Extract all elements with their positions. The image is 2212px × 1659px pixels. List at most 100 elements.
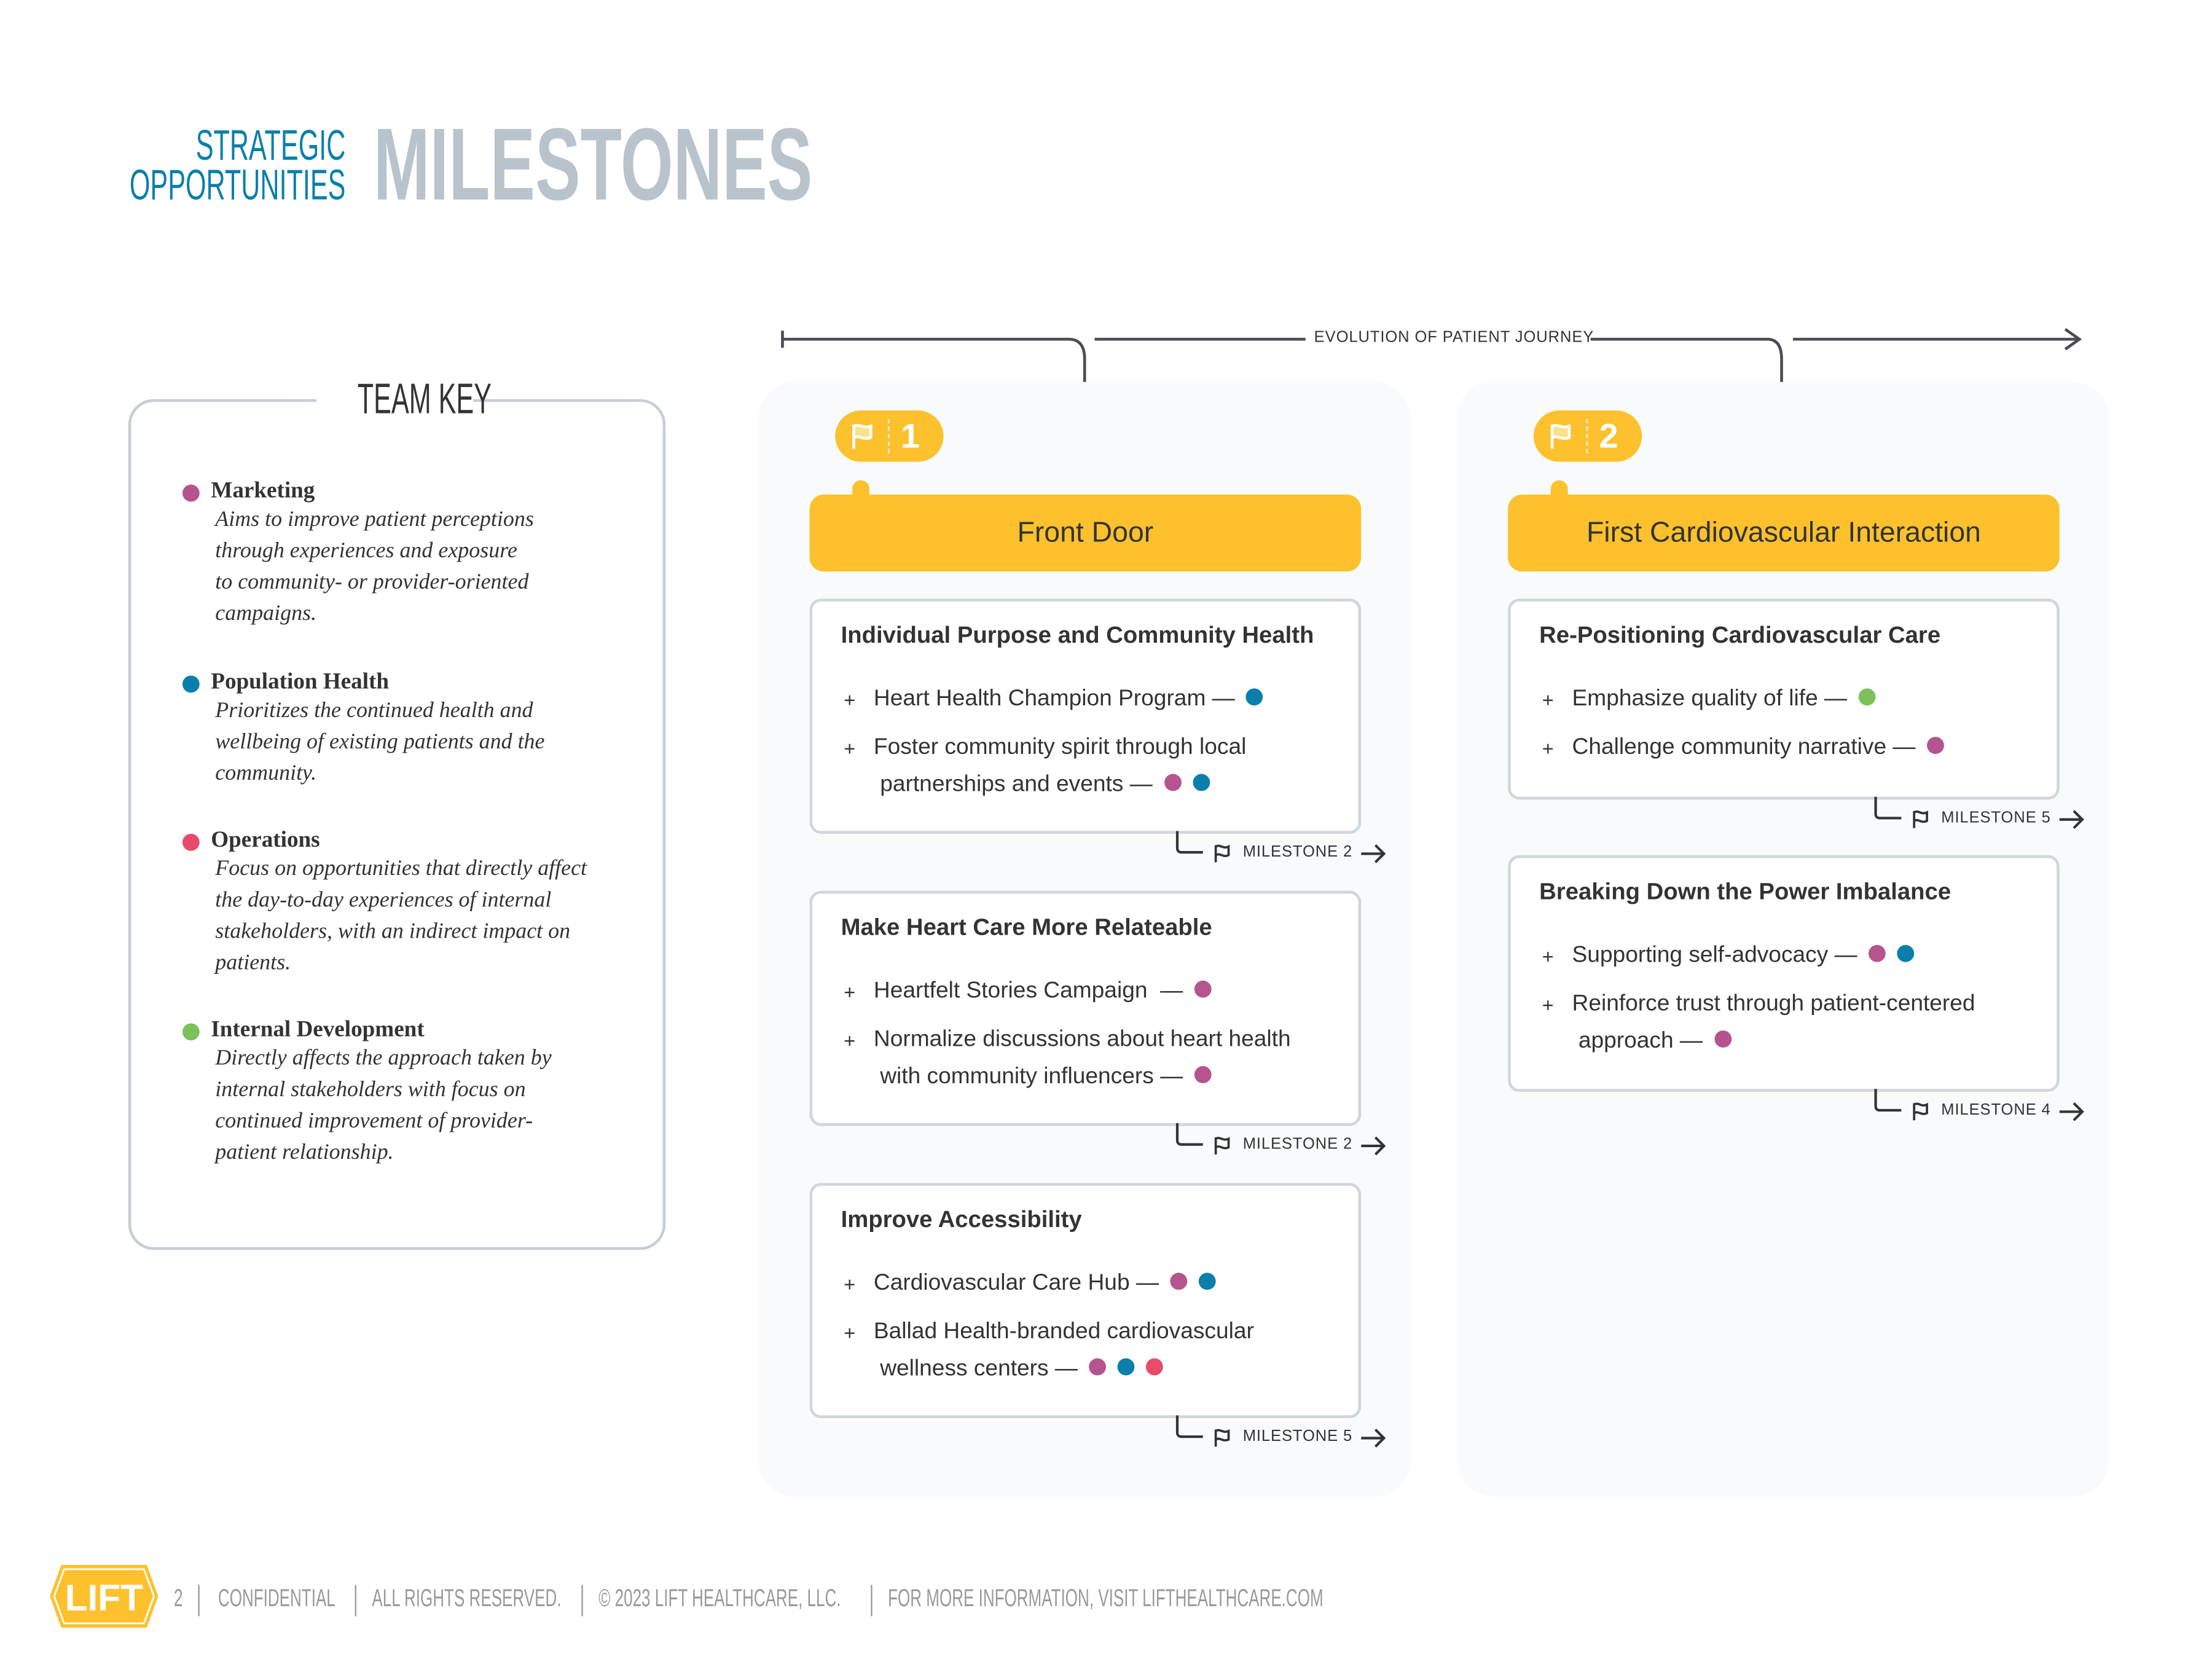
card-list-item: +Ballad Health-branded cardiovascular we… <box>844 1314 1357 1389</box>
item-text: Reinforce trust through patient-centered… <box>1572 986 1975 1061</box>
plus-icon: + <box>1542 944 1554 968</box>
arrow-right-icon <box>1361 844 1386 863</box>
marketing-dot-icon <box>182 484 200 502</box>
item-text: Heartfelt Stories Campaign — <box>874 973 1212 1010</box>
team-description: Directly affects the approach taken by i… <box>215 1046 552 1165</box>
footer-divider <box>581 1585 583 1617</box>
footer-page-number: 2 <box>173 1585 183 1612</box>
badge-divider <box>888 418 890 453</box>
card-list-item: + Cardiovascular Care Hub — <box>844 1266 1357 1340</box>
item-text: Foster community spirit through local pa… <box>874 730 1246 804</box>
item-text: Cardiovascular Care Hub — <box>874 1266 1216 1303</box>
item-label: Ballad Health-branded cardiovascular wel… <box>873 1319 1254 1381</box>
population-dot-icon <box>182 675 200 693</box>
next-milestone-link[interactable]: MILESTONE 2 <box>1174 1123 1402 1156</box>
card-list-item: + Challenge community narrative — <box>1542 730 2055 804</box>
population-dot-icon <box>1246 688 1264 706</box>
milestone-badge: 1 <box>835 410 944 462</box>
kicker-line-1: STRATEGIC <box>195 122 345 170</box>
initiative-card: Re-Positioning Cardiovascular Care + Empha… <box>1508 598 2060 800</box>
connector-icon <box>1175 1123 1203 1146</box>
plus-icon: + <box>1542 737 1554 760</box>
card-list-item: + Emphasize quality of life — <box>1542 681 2055 756</box>
marketing-dot-icon <box>1194 1066 1212 1083</box>
initiative-card: Make Heart Care More Relateable + Heartfel… <box>809 890 1362 1126</box>
internal-dot-icon <box>1858 688 1876 706</box>
next-milestone-link[interactable]: MILESTONE 5 <box>1873 796 2101 830</box>
lift-logo: LIFT <box>50 1564 159 1628</box>
page-title: MILESTONES <box>373 108 813 222</box>
next-milestone-label: MILESTONE 5 <box>1941 809 2051 827</box>
connector-icon <box>1175 831 1203 854</box>
kicker-line-2: OPPORTUNITIES <box>128 162 345 210</box>
item-text: Normalize discussions about heart health… <box>874 1022 1291 1096</box>
item-label: Supporting self-advocacy — <box>1572 943 1857 968</box>
marketing-dot-icon <box>1170 1273 1188 1290</box>
connector-icon <box>1874 796 1902 820</box>
item-label: Heart Health Champion Program — <box>873 687 1235 712</box>
milestone-badge: 2 <box>1533 410 1642 462</box>
plus-icon: + <box>1542 688 1554 712</box>
team-description: Prioritizes the continued health and wel… <box>215 698 545 786</box>
operations-dot-icon <box>1146 1358 1164 1376</box>
milestone-header: First Cardiovascular Interaction <box>1508 494 2060 572</box>
next-milestone-label: MILESTONE 2 <box>1242 844 1353 861</box>
team-name: Marketing <box>211 479 315 503</box>
card-title: Individual Purpose and Community Health <box>841 622 1314 649</box>
plus-icon: + <box>844 688 856 712</box>
footer-rights: ALL RIGHTS RESERVED. <box>372 1585 562 1612</box>
flag-icon <box>1214 1429 1230 1447</box>
next-milestone-label: MILESTONE 2 <box>1242 1135 1353 1153</box>
team-name: Operations <box>211 828 320 853</box>
team-name: Internal Development <box>211 1018 425 1042</box>
item-text: Supporting self-advocacy — <box>1572 938 1915 975</box>
population-dot-icon <box>1117 1358 1135 1376</box>
population-dot-icon <box>1897 944 1915 962</box>
item-text: Heart Health Champion Program — <box>873 681 1264 718</box>
item-label: Emphasize quality of life — <box>1572 687 1848 712</box>
arrow-right-icon <box>1361 1136 1386 1156</box>
timeline-label: EVOLUTION OF PATIENT JOURNEY <box>1314 329 1594 347</box>
team-name: Population Health <box>211 670 390 694</box>
card-title: Re-Positioning Cardiovascular Care <box>1539 622 1941 649</box>
next-milestone-link[interactable]: MILESTONE 5 <box>1174 1415 1402 1448</box>
milestone-number: 1 <box>900 417 920 457</box>
marketing-dot-icon <box>1194 980 1212 998</box>
milestone-header: Front Door <box>809 494 1362 572</box>
card-list-item: + Supporting self-advocacy — <box>1542 938 2055 1012</box>
plus-icon: + <box>1542 993 1554 1016</box>
plus-icon: + <box>844 980 856 1003</box>
card-list-item: + Reinforce trust through patient-centere… <box>1542 986 2055 1061</box>
team-key-title: TEAM KEY <box>316 378 492 422</box>
item-text: Emphasize quality of life — <box>1572 681 1876 718</box>
footer-divider <box>355 1585 356 1617</box>
plus-icon: + <box>844 1029 856 1052</box>
footer-divider <box>198 1585 200 1617</box>
card-title: Make Heart Care More Relateable <box>841 915 1212 941</box>
card-list-item: + Normalize discussions about heart healt… <box>844 1022 1357 1096</box>
marketing-dot-icon <box>1089 1358 1107 1376</box>
plus-icon: + <box>844 737 856 760</box>
next-milestone-link[interactable]: MILESTONE 4 <box>1873 1089 2101 1121</box>
initiative-card: Breaking Down the Power Imbalance+Suppor… <box>1508 855 2060 1092</box>
card-list-item: + Heart Health Champion Program — <box>844 681 1357 756</box>
item-label: Reinforce trust through patient-centered… <box>1572 992 1975 1054</box>
footer-copyright: © 2023 LIFT HEALTHCARE, LLC. <box>598 1585 841 1612</box>
marketing-dot-icon <box>1714 1030 1732 1048</box>
population-dot-icon <box>1198 1273 1216 1290</box>
footer-info-link[interactable]: FOR MORE INFORMATION, VISIT LIFTHEALTHCA… <box>888 1585 1324 1612</box>
item-text: Challenge community narrative — <box>1572 730 1944 767</box>
footer-confidential: CONFIDENTIAL <box>218 1585 335 1612</box>
card-list-item: + Foster community spirit through local p… <box>844 730 1357 804</box>
plus-icon: + <box>844 1273 856 1296</box>
next-milestone-link[interactable]: MILESTONE 2 <box>1174 831 1402 863</box>
flag-icon <box>1550 423 1571 449</box>
item-label: Normalize discussions about heart health… <box>873 1027 1291 1089</box>
item-label: Cardiovascular Care Hub — <box>873 1271 1159 1296</box>
item-label: Heartfelt Stories Campaign — <box>873 979 1183 1003</box>
connector-icon <box>1175 1415 1203 1438</box>
milestone-number: 2 <box>1599 417 1618 457</box>
arrow-right-icon <box>1361 1429 1386 1448</box>
operations-dot-icon <box>182 833 200 851</box>
